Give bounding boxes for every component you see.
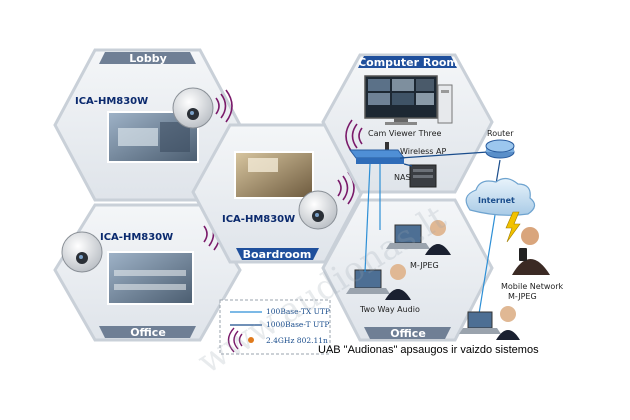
office-camera-icon: [61, 231, 103, 273]
hex-boardroom-title-bar: [236, 248, 319, 260]
laptop-user-audio-icon: [346, 264, 411, 300]
hex-lobby-title-bar: [99, 52, 196, 64]
switch-icon: [349, 149, 405, 164]
router-icon: [485, 139, 515, 159]
mobile-network-label: Mobile Network: [501, 282, 564, 291]
hex-boardroom-title: Boardroom: [243, 248, 312, 261]
office-camera-model: ICA-HM830W: [100, 232, 173, 243]
network-links: [364, 151, 501, 321]
legend-100base: 100Base-TX UTP: [266, 307, 330, 316]
boardroom-camera-model: ICA-HM830W: [222, 214, 295, 225]
hex-office-right-title: Office: [390, 327, 426, 340]
cam-viewer-label: Cam Viewer Three: [368, 129, 442, 138]
laptop-user-icon: [386, 220, 451, 255]
hex-computer-room: Computer Room Cam Viewer Three Wireless …: [321, 53, 494, 194]
hex-computer-room-title-bar: [358, 56, 457, 68]
nas-label: NAS: [394, 173, 411, 182]
monitor-icon: [364, 75, 438, 125]
internet-cloud-icon: [465, 177, 536, 216]
lobby-camera-icon: [172, 87, 214, 129]
legend: 100Base-TX UTP 1000Base-T UTP 2.4GHz 802…: [219, 299, 331, 355]
hex-office-right-title-bar: [364, 327, 451, 339]
legend-wifi: 2.4GHz 802.11n: [266, 336, 328, 345]
lightning-icon: [505, 211, 521, 243]
mobile-mjpeg-label: M-JPEG: [508, 292, 537, 301]
legend-1000base: 1000Base-T UTP: [266, 320, 329, 329]
hex-lobby: Lobby ICA-HM830W: [53, 48, 242, 202]
router-label: Router: [487, 129, 514, 138]
lobby-wifi-icon: [215, 89, 233, 123]
nas-icon: [409, 164, 437, 188]
two-way-audio-label: Two Way Audio: [359, 305, 420, 314]
hex-computer-room-title: Computer Room: [358, 56, 458, 69]
boardroom-camera-icon: [298, 190, 338, 230]
computer-room-wifi-icon: [345, 119, 363, 153]
wireless-ap-label: Wireless AP: [400, 147, 446, 156]
office-photo: [107, 251, 194, 305]
pc-tower-icon: [437, 84, 453, 124]
caption: UAB "Audionas" apsaugos ir vaizdo sistem…: [318, 344, 539, 356]
hex-office-left: Office ICA-HM830W: [53, 203, 242, 342]
mobile-user-icon: [512, 227, 550, 275]
lobby-camera-model: ICA-HM830W: [75, 96, 148, 107]
hex-lobby-title: Lobby: [129, 52, 167, 65]
legend-wifi-icon: [227, 327, 243, 353]
hex-office-right: Office M-JPEG Two Way Audio: [321, 198, 494, 342]
hex-office-left-title: Office: [130, 326, 166, 339]
internet-label: Internet: [478, 196, 515, 205]
mjpeg-label: M-JPEG: [410, 261, 439, 270]
remote-laptop-user-icon: [459, 306, 520, 340]
hex-office-left-title-bar: [99, 326, 196, 338]
